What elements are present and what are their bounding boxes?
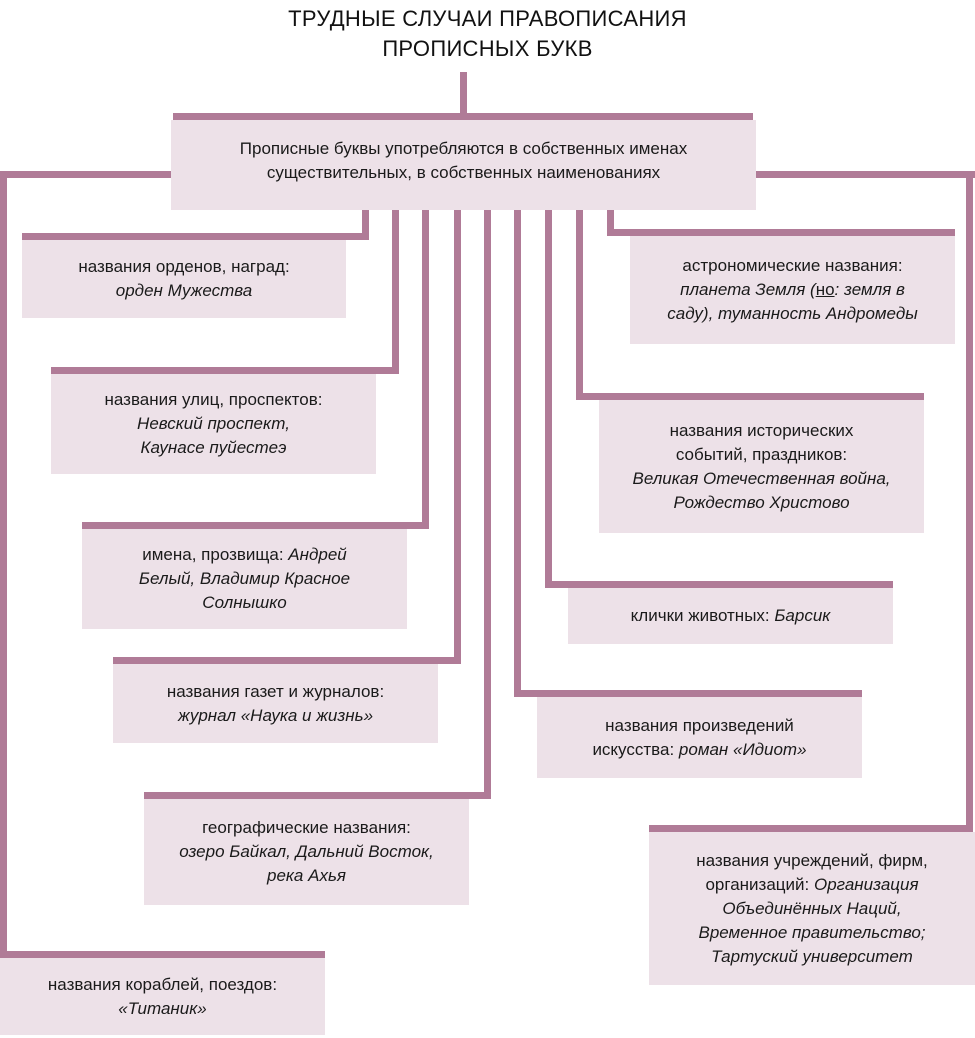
- connector-astronomy-bar: [607, 229, 955, 236]
- astronomy-box: астрономические названия: планета Земля …: [630, 236, 955, 344]
- history-example-2: Рождество Христово: [673, 492, 850, 512]
- geography-label: географические названия:: [202, 818, 411, 837]
- connector-orders-bar: [22, 233, 369, 240]
- institutions-example-2: Объединённых Наций,: [722, 898, 902, 918]
- institutions-label-1: названия учреждений, фирм,: [696, 850, 928, 870]
- connector-left-rail: [0, 171, 7, 958]
- ships-box: названия кораблей, поездов: «Титаник»: [0, 958, 325, 1035]
- geography-example-2: река Ахья: [267, 866, 346, 885]
- connector-title-stem: [460, 72, 467, 114]
- connector-astronomy-stem: [607, 198, 614, 236]
- animals-box: клички животных: Барсик: [568, 588, 893, 644]
- root-line-1: Прописные буквы употребляются в собствен…: [239, 139, 688, 158]
- connector-right-rail: [966, 171, 973, 832]
- institutions-label-2: организаций:: [705, 874, 814, 894]
- institutions-example-1: Организация: [813, 874, 919, 894]
- connector-animals-bar: [545, 581, 893, 588]
- connector-art-bar: [514, 690, 862, 697]
- connector-right-rail-top: [739, 171, 975, 178]
- connector-names-stem: [422, 198, 429, 529]
- connector-left-rail-top: [0, 171, 188, 178]
- connector-ships-bar: [0, 951, 325, 958]
- connector-orders-stem: [362, 198, 369, 240]
- orders-label: названия орденов, наград:: [78, 257, 290, 276]
- history-label-1: названия исторических: [669, 420, 854, 440]
- art-box: названия произведений искусства: роман «…: [537, 697, 862, 778]
- newspapers-label: названия газет и журналов:: [166, 681, 385, 701]
- geography-example-1: озеро Байкал, Дальний Восток,: [179, 842, 434, 861]
- connector-institutions-bar: [649, 825, 973, 832]
- connector-names-bar: [82, 522, 429, 529]
- streets-box: названия улиц, проспектов: Невский просп…: [51, 374, 376, 474]
- astronomy-example-1c: : земля в: [834, 280, 905, 299]
- astronomy-but-word: но: [815, 280, 835, 299]
- institutions-example-4: Тартуский университет: [711, 946, 913, 966]
- institutions-example-3: Временное правительство;: [698, 922, 926, 942]
- streets-example-2: Каунасе пуйестеэ: [140, 438, 287, 457]
- names-label: имена, прозвища:: [142, 545, 289, 564]
- title-line-2: ПРОПИСНЫХ БУКВ: [382, 36, 593, 61]
- root-line-2: существительных, в собственных наименова…: [266, 163, 661, 182]
- history-example-1: Великая Отечественная война,: [632, 468, 891, 488]
- animals-example: Барсик: [774, 606, 831, 625]
- history-label-2: событий, праздников:: [675, 444, 848, 464]
- history-box: названия исторических событий, празднико…: [599, 400, 924, 533]
- connector-geography-stem: [484, 198, 491, 799]
- astronomy-label: астрономические названия:: [682, 256, 903, 275]
- connector-history-stem: [576, 198, 583, 400]
- connector-art-stem: [514, 198, 521, 697]
- art-example: роман «Идиот»: [678, 739, 807, 759]
- names-example-3: Солнышко: [202, 593, 287, 612]
- art-label-2: искусства:: [592, 739, 679, 759]
- newspapers-example: журнал «Наука и жизнь»: [177, 705, 374, 725]
- streets-label: названия улиц, проспектов:: [104, 390, 323, 409]
- orders-example: орден Мужества: [115, 281, 253, 300]
- art-label-1: названия произведений: [605, 715, 794, 735]
- streets-example-1: Невский проспект,: [137, 414, 290, 433]
- ships-label: названия кораблей, поездов:: [47, 974, 278, 994]
- astronomy-example-2: саду), туманность Андромеды: [667, 304, 918, 323]
- connector-root-top-bar: [173, 113, 753, 120]
- newspapers-box: названия газет и журналов: журнал «Наука…: [113, 664, 438, 743]
- connector-newspapers-stem: [454, 198, 461, 664]
- institutions-box: названия учреждений, фирм, организаций: …: [649, 832, 975, 985]
- diagram-title: ТРУДНЫЕ СЛУЧАИ ПРАВОПИСАНИЯ ПРОПИСНЫХ БУ…: [0, 4, 975, 64]
- connector-history-bar: [576, 393, 924, 400]
- names-example-1: Андрей: [288, 545, 347, 564]
- animals-label: клички животных:: [630, 606, 775, 625]
- ships-example: «Титаник»: [118, 998, 207, 1018]
- orders-box: названия орденов, наград: орден Мужества: [22, 240, 346, 318]
- names-example-2: Белый, Владимир Красное: [138, 569, 351, 588]
- connector-geography-bar: [144, 792, 491, 799]
- connector-newspapers-bar: [113, 657, 461, 664]
- connector-streets-bar: [51, 367, 399, 374]
- astronomy-example-1a: планета Земля (: [680, 280, 816, 299]
- geography-box: географические названия: озеро Байкал, Д…: [144, 799, 469, 905]
- names-box: имена, прозвища: Андрей Белый, Владимир …: [82, 529, 407, 629]
- connector-streets-stem: [392, 198, 399, 374]
- connector-animals-stem: [545, 198, 552, 588]
- root-box: Прописные буквы употребляются в собствен…: [171, 120, 756, 210]
- title-line-1: ТРУДНЫЕ СЛУЧАИ ПРАВОПИСАНИЯ: [288, 6, 687, 31]
